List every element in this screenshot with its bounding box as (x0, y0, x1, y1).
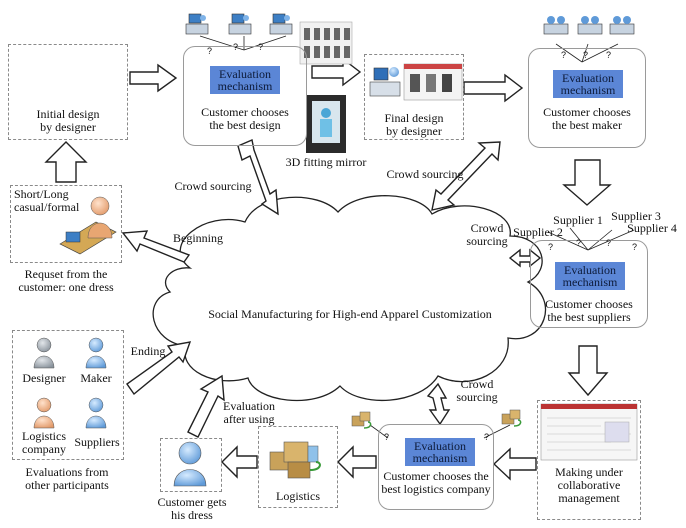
designer-person-icon (33, 337, 55, 369)
designer-computer-icons (185, 13, 635, 35)
small-logistics-icon-left (351, 411, 372, 429)
arrow-initial-to-evaluation (129, 63, 178, 93)
flow-arrows (44, 57, 612, 481)
crowd-sourcing-label-1: Crowd sourcing (174, 179, 252, 193)
customer-best-logistics-text: Customer chooses the best logistics comp… (381, 469, 491, 496)
fitting-mirror-text: 3D fitting mirror (285, 155, 367, 169)
question-mark: ? (484, 432, 490, 442)
evaluation-after-using-label: Evaluation after using (223, 399, 275, 426)
question-mark: ? (632, 242, 638, 252)
supplier-1-label: Supplier 1 (553, 213, 603, 227)
logistics-text: Logistics (276, 489, 320, 503)
final-design-illustration (369, 63, 463, 101)
logistics-person-icon (33, 397, 55, 429)
customer-best-suppliers-text: Customer chooses the best suppliers (545, 297, 633, 324)
final-design-box (364, 54, 464, 140)
arrow-crowd-sourcing-design (237, 139, 279, 216)
arrow-evaluation-to-final-design (311, 57, 362, 87)
fitting-mirror-photo (306, 95, 346, 153)
arrow-maker-to-suppliers (562, 159, 612, 206)
request-text: Requset from the customer: one dress (18, 267, 114, 294)
question-mark: ? (561, 50, 567, 60)
question-mark: ? (233, 42, 239, 52)
crowd-sourcing-label-4: Crowd sourcing (456, 377, 498, 404)
logistics-box (258, 426, 338, 508)
arrow-crowd-sourcing-logistics (426, 382, 451, 426)
suppliers-evaluation-box (530, 240, 648, 328)
question-mark: ? (606, 238, 612, 248)
suppliers-label: Suppliers (74, 435, 120, 449)
maker-label: Maker (80, 371, 112, 385)
making-box (537, 400, 641, 520)
design-evaluation-box (183, 46, 307, 146)
supplier-4-label: Supplier 4 (627, 221, 677, 235)
arrow-making-to-logistics-eval (492, 447, 537, 481)
evaluations-text: Evaluations from other participants (25, 465, 109, 492)
question-mark: ? (583, 50, 589, 60)
question-mark: ? (258, 42, 264, 52)
arrow-ending (126, 341, 192, 396)
request-box (10, 185, 122, 263)
logistics-evaluation-box (378, 424, 494, 510)
question-mark: ? (606, 50, 612, 60)
suppliers-evaluation-label: Evaluation mechanism (555, 262, 625, 290)
designer-label: Designer (22, 371, 66, 385)
arrow-evaluation-after-using (187, 374, 225, 438)
question-mark: ? (576, 238, 582, 248)
customer-gets-text: Customer gets his dress (157, 495, 227, 522)
making-text: Making under collaborative management (555, 465, 623, 505)
arrow-crowd-sourcing-maker (431, 141, 501, 211)
arrow-beginning (121, 230, 191, 263)
arrow-eval-to-logistics (337, 445, 377, 479)
customer-gets-box (160, 438, 222, 492)
customer-best-design-text: Customer chooses the best design (201, 105, 289, 132)
cloud-shape (152, 195, 546, 402)
supplier-3-label: Supplier 3 (611, 209, 661, 223)
supplier-2-label: Supplier 2 (513, 225, 563, 239)
initial-design-text: Initial design by designer (36, 107, 100, 134)
participants-box (12, 330, 124, 460)
participant-icons (33, 337, 207, 487)
arrow-logistics-to-customer (221, 445, 258, 479)
maker-evaluation-label: Evaluation mechanism (553, 70, 623, 98)
question-mark: ? (207, 46, 213, 56)
arrow-crowd-sourcing-suppliers (508, 248, 542, 268)
crowd-sourcing-label-2: Crowd sourcing (386, 167, 464, 181)
small-logistics-icon-right (501, 409, 522, 427)
making-document-image (540, 403, 638, 461)
crowd-sourcing-label-3: Crowd sourcing (466, 221, 508, 248)
suppliers-person-icon (85, 397, 107, 429)
dress-catalog-image (299, 21, 353, 65)
final-design-text: Final design by designer (384, 111, 444, 138)
ending-label: Ending (130, 344, 166, 358)
question-mark: ? (548, 242, 554, 252)
arrow-final-to-maker (463, 73, 524, 103)
logistics-company-label: Logistics company (22, 429, 66, 456)
customer-person-icon (173, 441, 207, 487)
request-illustration (59, 196, 117, 255)
cloud-title: Social Manufacturing for High-end Appare… (208, 307, 492, 321)
design-evaluation-label: Evaluation mechanism (210, 66, 280, 94)
logistics-boxes-icon (269, 441, 321, 479)
maker-person-icon (85, 337, 107, 369)
initial-design-box (8, 44, 128, 140)
maker-evaluation-box (528, 48, 646, 148)
arrow-request-to-initial (44, 141, 88, 183)
arrow-suppliers-to-making (567, 345, 609, 397)
logistics-evaluation-label: Evaluation mechanism (405, 438, 475, 466)
question-mark: ? (384, 432, 390, 442)
request-note-text: Short/Long casual/formal (14, 187, 80, 214)
customer-best-maker-text: Customer chooses the best maker (543, 105, 631, 132)
beginning-label: Beginning (173, 231, 223, 245)
